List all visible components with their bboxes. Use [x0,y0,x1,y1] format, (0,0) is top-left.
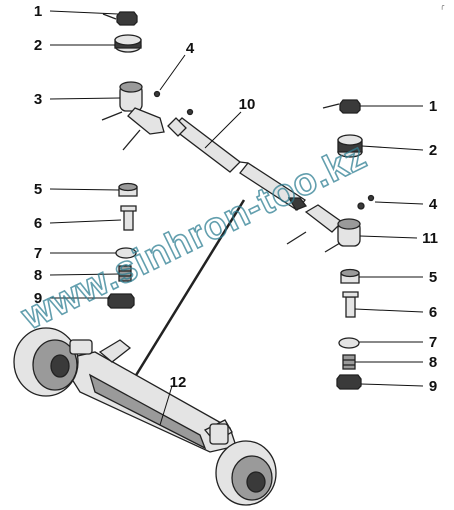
left-washer-part-2 [114,34,142,53]
left-cap-part-9 [107,293,135,309]
callout-4-top: 4 [186,40,195,57]
corner-mark: ╭ [440,3,445,10]
callout-5-left: 5 [34,181,42,198]
callout-7-left: 7 [34,245,42,262]
right-washer-part-2 [337,134,363,158]
callout-7-right: 7 [429,334,437,351]
callout-9-left: 9 [34,290,42,307]
axle-beam-part-12 [13,199,277,506]
callout-10: 10 [239,96,256,113]
callout-6-right: 6 [429,304,437,321]
callout-2-left: 2 [34,37,42,54]
right-nut-part-1 [322,99,361,114]
right-cap-part-9 [336,374,362,390]
right-steering-knuckle-part-11 [286,194,375,253]
left-king-pin-part-6 [120,205,137,231]
right-brake-drum [209,423,277,506]
watermark-text: www.sinhron-too.kz [15,135,374,339]
callout-9-right: 9 [429,378,437,395]
callout-1-right: 1 [429,98,437,115]
leader-lines [49,10,424,426]
callout-4-right: 4 [429,196,438,213]
callout-labels-right: 1 2 4 11 5 6 7 8 9 [422,98,438,395]
left-bushing-part-5 [118,182,138,197]
callout-12: 12 [170,374,187,391]
right-king-pin-part-6 [342,291,359,318]
callout-2-right: 2 [429,142,437,159]
left-nut-part-1 [102,11,138,26]
callout-6-left: 6 [34,215,42,232]
callout-11: 11 [422,230,438,247]
right-spring-part-8 [342,354,356,370]
callout-5-right: 5 [429,269,437,286]
left-steering-knuckle-part-3 [101,81,194,151]
callout-8-left: 8 [34,267,42,284]
right-thrust-washer-part-7 [338,337,360,349]
tie-rod-part-10 [167,117,308,211]
right-bushing-part-5 [340,268,360,284]
callout-8-right: 8 [429,354,437,371]
callout-labels-left: 1 2 3 5 6 7 8 9 [34,3,42,307]
callout-1-left: 1 [34,3,42,20]
callout-3: 3 [34,91,42,108]
left-spring-part-8 [118,265,132,282]
left-brake-drum [13,327,93,397]
